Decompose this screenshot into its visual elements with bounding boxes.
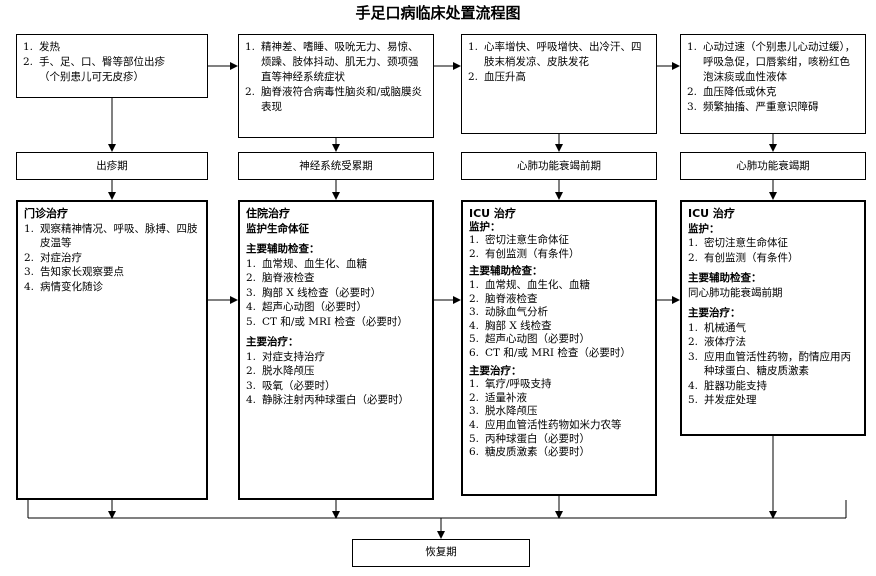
- treatment-item: 4.病情变化随诊: [24, 280, 103, 293]
- stage-box-3: 心肺功能衰竭前期: [461, 152, 657, 180]
- symptom-note: （个别患儿可无皮疹）: [39, 71, 144, 83]
- symptom-item: 1.心动过速（个别患儿心动过缓），呼吸急促，口唇紫绀，咳粉红色泡沫痰或血性液体: [687, 41, 856, 83]
- symptoms-box-4: 1.心动过速（个别患儿心动过缓），呼吸急促，口唇紫绀，咳粉红色泡沫痰或血性液体 …: [680, 34, 866, 134]
- exam-item: 2.脑脊液检查: [246, 272, 315, 284]
- therapy-item: 1.氧疗/呼吸支持: [469, 378, 552, 391]
- treatment-box-2: 住院治疗 监护生命体征 主要辅助检查： 1.血常规、血生化、血糖 2.脑脊液检查…: [238, 200, 434, 500]
- exam-item: 5.CT 和/或 MRI 检查（必要时）: [246, 315, 408, 328]
- exam-item: 5.超声心动图（必要时）: [469, 333, 590, 346]
- exam-item: 2.脑脊液检查: [469, 292, 538, 305]
- stage-box-1: 出疹期: [16, 152, 208, 180]
- therapy-heading: 主要治疗：: [246, 336, 299, 348]
- treatment-heading: ICU 治疗: [469, 207, 516, 220]
- symptom-item: 2.手、足、口、臀等部位出疹: [23, 56, 165, 68]
- therapy-item: 5.丙种球蛋白（必要时）: [469, 432, 590, 445]
- therapy-item: 4.应用血管活性药物如米力农等: [469, 418, 622, 431]
- exam-item: 3.动脉血气分析: [469, 306, 548, 319]
- therapy-heading: 主要治疗：: [469, 364, 522, 377]
- treatment-box-1: 门诊治疗 1.观察精神情况、呼吸、脉搏、四肢皮温等 2.对症治疗 3.告知家长观…: [16, 200, 208, 500]
- monitor-heading: 监护：: [688, 222, 720, 235]
- exam-item: 1.血常规、血生化、血糖: [246, 257, 367, 270]
- therapy-item: 6.糖皮质激素（必要时）: [469, 446, 590, 459]
- chart-title: 手足口病临床处置流程图: [355, 4, 521, 22]
- exam-text: 同心肺功能衰竭前期: [688, 286, 783, 299]
- exam-item: 4.胸部 X 线检查: [469, 319, 552, 332]
- therapy-item: 1.对症支持治疗: [246, 350, 325, 363]
- symptoms-box-3: 1.心率增快、呼吸增快、出冷汗、四肢末梢发凉、皮肤发花 2.血压升高: [461, 34, 657, 134]
- treatment-heading: 住院治疗: [246, 207, 290, 220]
- therapy-item: 1.机械通气: [688, 321, 746, 334]
- exam-item: 6.CT 和/或 MRI 检查（必要时）: [469, 346, 631, 359]
- therapy-item: 2.液体疗法: [688, 336, 746, 348]
- monitor-item: 2.有创监测（有条件）: [469, 247, 580, 260]
- treatment-box-3: ICU 治疗 监护： 1.密切注意生命体征 2.有创监测（有条件） 主要辅助检查…: [461, 200, 657, 496]
- treatment-subheading: 监护生命体征: [246, 222, 309, 235]
- exam-item: 3.胸部 X 线检查（必要时）: [246, 286, 382, 299]
- exam-item: 1.血常规、血生化、血糖: [469, 278, 590, 291]
- monitor-item: 1.密切注意生命体征: [469, 234, 569, 247]
- treatment-item: 1.观察精神情况、呼吸、脉搏、四肢皮温等: [24, 222, 198, 250]
- therapy-item: 2.适量补液: [469, 391, 527, 404]
- therapy-item: 2.脱水降颅压: [246, 365, 315, 377]
- symptom-item: 3.频繁抽搐、严重意识障碍: [687, 101, 819, 113]
- symptom-item: 1.发热: [23, 41, 60, 53]
- monitor-item: 2.有创监测（有条件）: [688, 251, 799, 264]
- symptom-item: 1.精神差、嗜睡、吸吮无力、易惊、烦躁、肢体抖动、肌无力、颈项强直等神经系统症状: [245, 41, 419, 83]
- therapy-item: 3.应用血管活性药物，酌情应用丙种球蛋白、糖皮质激素: [688, 350, 851, 378]
- symptoms-box-2: 1.精神差、嗜睡、吸吮无力、易惊、烦躁、肢体抖动、肌无力、颈项强直等神经系统症状…: [238, 34, 434, 138]
- symptom-item: 2.血压降低或休克: [687, 86, 777, 98]
- symptom-item: 2.血压升高: [468, 71, 526, 83]
- treatment-item: 2.对症治疗: [24, 251, 82, 264]
- stage-box-2: 神经系统受累期: [238, 152, 434, 180]
- stage-box-4: 心肺功能衰竭期: [680, 152, 866, 180]
- symptom-item: 1.心率增快、呼吸增快、出冷汗、四肢末梢发凉、皮肤发花: [468, 41, 642, 68]
- treatment-item: 3.告知家长观察要点: [24, 266, 124, 278]
- exam-heading: 主要辅助检查：: [246, 243, 320, 255]
- exam-item: 4.超声心动图（必要时）: [246, 301, 367, 313]
- therapy-item: 3.脱水降颅压: [469, 405, 538, 418]
- exam-heading: 主要辅助检查：: [688, 272, 762, 284]
- treatment-heading: 门诊治疗: [24, 207, 68, 220]
- therapy-item: 4.脏器功能支持: [688, 379, 767, 392]
- recovery-box: 恢复期: [352, 539, 530, 567]
- therapy-heading: 主要治疗：: [688, 307, 741, 319]
- monitor-item: 1.密切注意生命体征: [688, 237, 788, 249]
- symptom-item: 2.脑脊液符合病毒性脑炎和/或脑膜炎表现: [245, 86, 423, 113]
- monitor-heading: 监护：: [469, 220, 501, 233]
- therapy-item: 5.并发症处理: [688, 394, 757, 406]
- symptoms-box-1: 1.发热 2.手、足、口、臀等部位出疹 （个别患儿可无皮疹）: [16, 34, 208, 98]
- therapy-item: 4.静脉注射丙种球蛋白（必要时）: [246, 394, 409, 406]
- treatment-box-4: ICU 治疗 监护： 1.密切注意生命体征 2.有创监测（有条件） 主要辅助检查…: [680, 200, 866, 436]
- treatment-heading: ICU 治疗: [688, 207, 735, 220]
- exam-heading: 主要辅助检查：: [469, 265, 543, 278]
- therapy-item: 3.吸氧（必要时）: [246, 379, 336, 392]
